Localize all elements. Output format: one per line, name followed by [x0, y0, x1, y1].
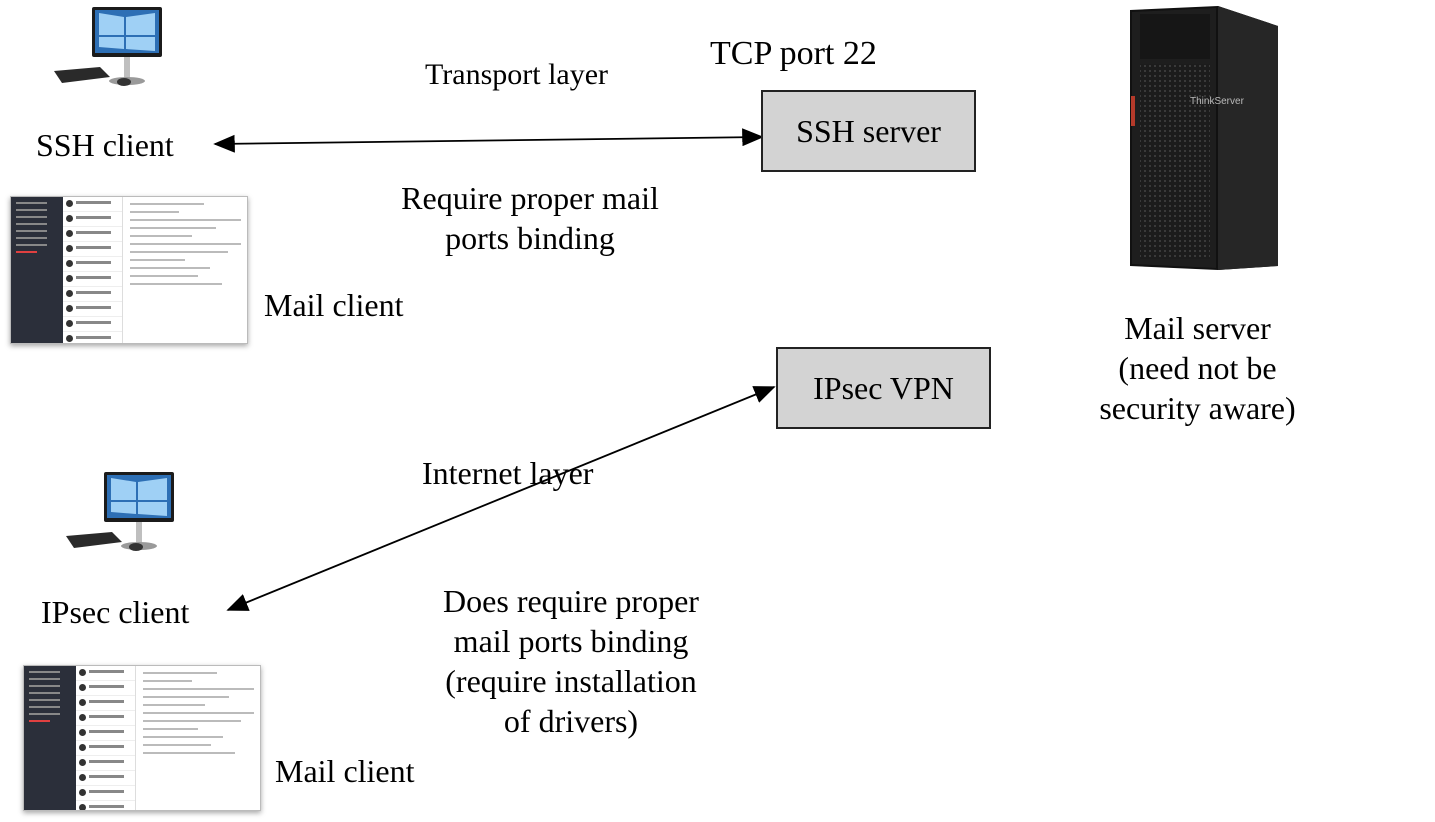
- mail-client-screenshot: [23, 665, 261, 811]
- svg-text:ThinkServer: ThinkServer: [1190, 96, 1245, 107]
- desktop-computer-icon: [66, 472, 174, 551]
- does-require-note: Does require proper mail ports binding (…: [415, 581, 727, 741]
- does-require-line: mail ports binding: [453, 623, 689, 659]
- transport-layer-label: Transport layer: [425, 58, 609, 91]
- ssh-tunnel-arrow: [213, 128, 764, 153]
- desktop-computer-icon: [54, 7, 162, 86]
- ipsec-vpn-box: IPsec VPN: [776, 347, 991, 429]
- tcp-port-label: TCP port 22: [710, 35, 877, 72]
- mail-client-screenshot: [10, 196, 248, 344]
- mail-client-label: Mail client: [264, 287, 404, 323]
- ipsec-tunnel-arrow: [226, 386, 776, 611]
- mail-server-label-group: Mail server (need not be security aware): [1080, 308, 1315, 428]
- mail-server-note: (need not be: [1118, 350, 1277, 386]
- ipsec-client-label: IPsec client: [41, 594, 190, 630]
- internet-layer-label: Internet layer: [422, 455, 594, 491]
- ssh-server-label: SSH server: [796, 112, 941, 149]
- mail-server-note: security aware): [1099, 390, 1296, 426]
- mail-client-label: Mail client: [275, 753, 415, 789]
- does-require-line: Does require proper: [443, 583, 699, 619]
- does-require-line: of drivers): [503, 703, 639, 739]
- ipsec-vpn-label: IPsec VPN: [813, 369, 954, 406]
- require-binding-line: Require proper mail: [401, 180, 659, 216]
- ssh-client-label: SSH client: [36, 127, 174, 163]
- tower-server-icon: ThinkServer: [1130, 6, 1278, 270]
- require-binding-line: ports binding: [445, 220, 615, 256]
- does-require-line: (require installation: [445, 663, 697, 699]
- require-binding-note: Require proper mail ports binding: [380, 178, 680, 258]
- ssh-server-box: SSH server: [761, 90, 976, 172]
- mail-server-label: Mail server: [1124, 310, 1271, 346]
